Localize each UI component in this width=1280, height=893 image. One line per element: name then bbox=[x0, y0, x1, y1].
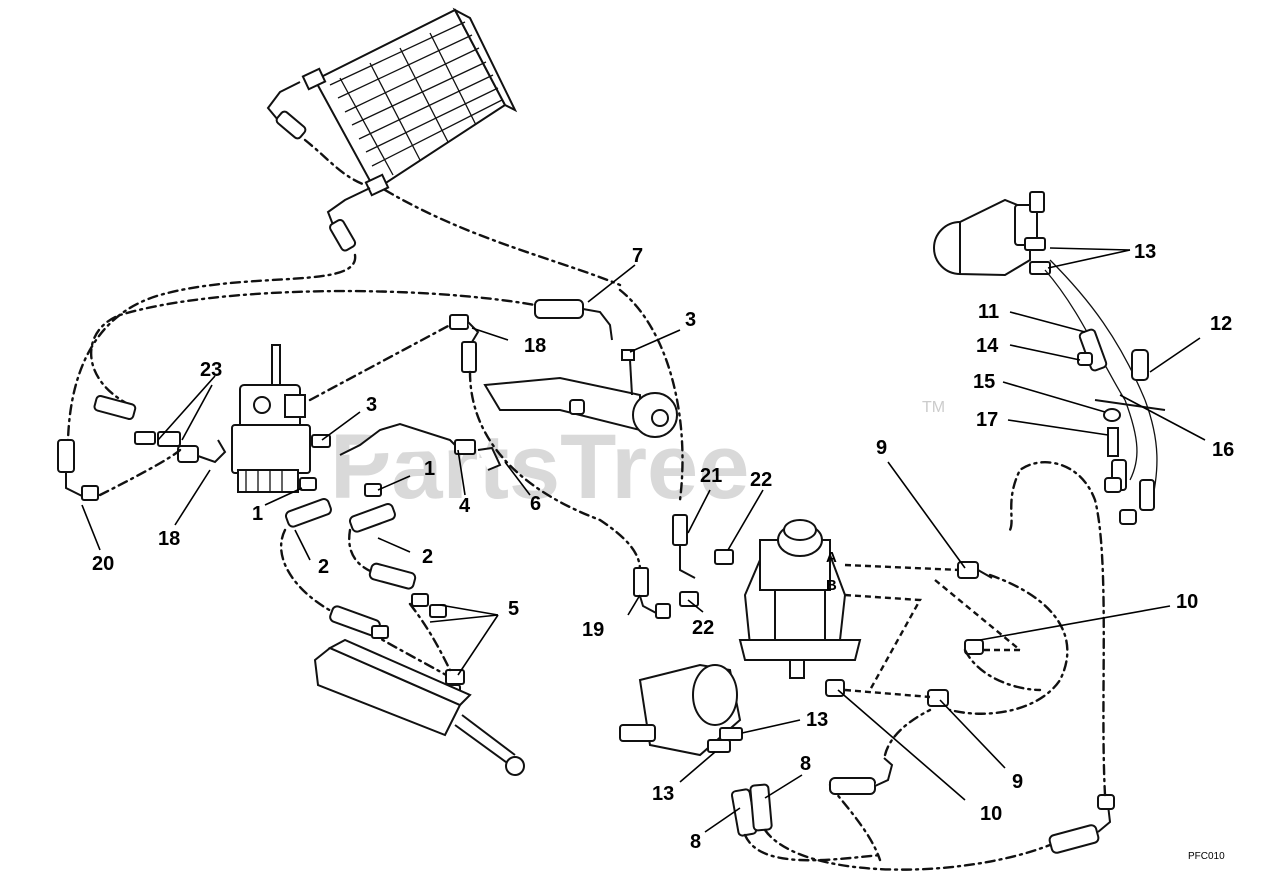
callout-5: 5 bbox=[508, 598, 519, 620]
right-side-hoses[interactable] bbox=[1044, 259, 1166, 525]
callout-21: 21 bbox=[700, 465, 722, 487]
callout-22-upper: 22 bbox=[750, 469, 772, 491]
return-hose[interactable] bbox=[89, 288, 684, 502]
callout-19: 19 bbox=[582, 619, 604, 641]
callout-7: 7 bbox=[632, 245, 643, 267]
callout-1-lower: 1 bbox=[252, 503, 263, 525]
leader-lines bbox=[81, 247, 1206, 833]
callout-23: 23 bbox=[200, 359, 222, 381]
port-label-a: A bbox=[826, 549, 837, 566]
callout-3-right: 3 bbox=[685, 309, 696, 331]
callout-10-lower: 10 bbox=[980, 803, 1002, 825]
lower-hoses[interactable] bbox=[730, 461, 1115, 871]
drawing-code: PFC010 bbox=[1188, 851, 1225, 862]
callout-2-left: 2 bbox=[318, 556, 329, 578]
callout-17: 17 bbox=[976, 409, 998, 431]
callout-9-lower: 9 bbox=[1012, 771, 1023, 793]
pump-hoses[interactable] bbox=[825, 561, 1069, 715]
callout-16: 16 bbox=[1212, 439, 1234, 461]
callout-20: 20 bbox=[92, 553, 114, 575]
cooler-hoses[interactable] bbox=[57, 81, 622, 501]
callout-13-middle: 13 bbox=[806, 709, 828, 731]
wheel-motor-right[interactable] bbox=[933, 191, 1051, 277]
callout-14: 14 bbox=[976, 335, 999, 357]
wheel-motor-left[interactable] bbox=[619, 663, 743, 757]
callout-18-lower: 18 bbox=[158, 528, 180, 550]
callout-6: 6 bbox=[530, 493, 541, 515]
port-label-b: B bbox=[826, 577, 837, 594]
callout-4: 4 bbox=[459, 495, 471, 517]
callout-1-upper: 1 bbox=[424, 458, 435, 480]
callout-3-left: 3 bbox=[366, 394, 377, 416]
watermark-trademark: TM bbox=[922, 399, 945, 416]
callout-10-right: 10 bbox=[1176, 591, 1198, 613]
callout-8-upper: 8 bbox=[800, 753, 811, 775]
oil-cooler[interactable] bbox=[301, 7, 518, 197]
callout-22-lower: 22 bbox=[692, 617, 714, 639]
callout-12: 12 bbox=[1210, 313, 1232, 335]
callout-18-upper: 18 bbox=[524, 335, 546, 357]
callout-11: 11 bbox=[978, 301, 999, 323]
callout-8-lower: 8 bbox=[690, 831, 701, 853]
pump-fittings[interactable] bbox=[672, 514, 734, 607]
callout-13-top: 13 bbox=[1134, 241, 1156, 263]
callout-numbers: 1 1 2 2 3 3 4 5 6 7 8 8 9 9 10 10 11 12 … bbox=[92, 241, 1234, 853]
lift-cylinder[interactable] bbox=[313, 638, 525, 776]
control-valve[interactable] bbox=[231, 344, 311, 493]
callout-13-bottom: 13 bbox=[652, 783, 674, 805]
callout-2-right: 2 bbox=[422, 546, 433, 568]
hydrostatic-pump[interactable]: A B bbox=[738, 519, 862, 679]
callout-15: 15 bbox=[973, 371, 995, 393]
callout-9-upper: 9 bbox=[876, 437, 887, 459]
steering-cylinder[interactable] bbox=[461, 341, 678, 619]
